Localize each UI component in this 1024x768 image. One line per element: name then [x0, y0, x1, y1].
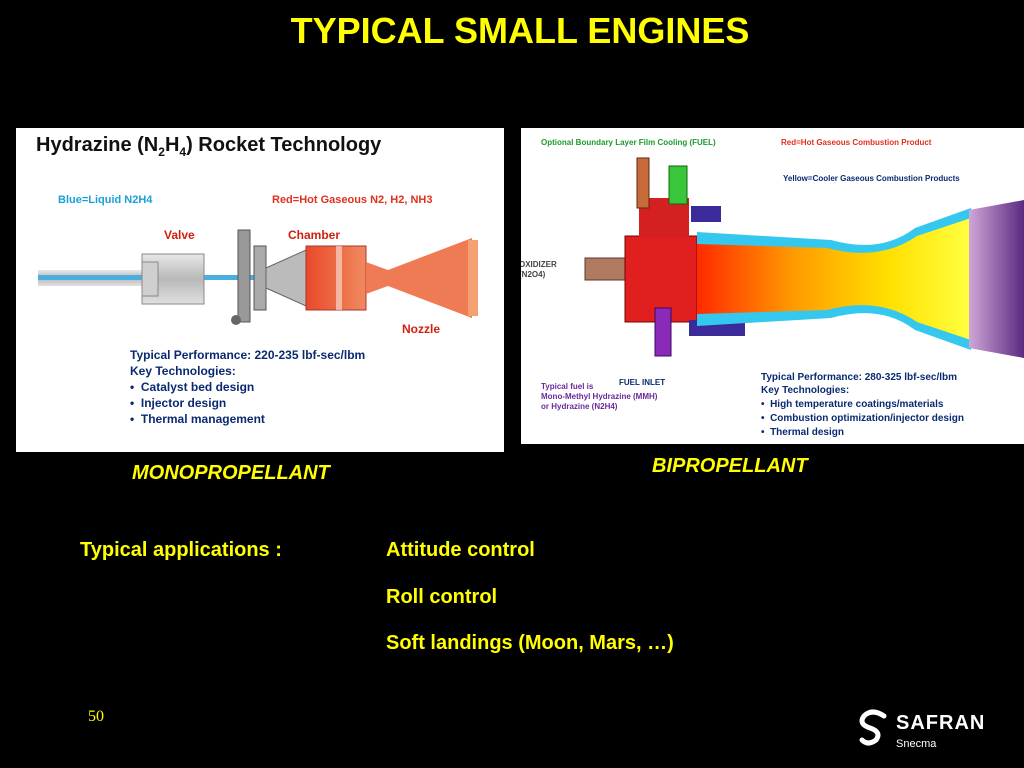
oxidizer-label: OXIDIZER (N2O4)	[521, 260, 557, 280]
slide-number: 50	[88, 708, 104, 725]
bipropellant-caption: BIPROPELLANT	[652, 455, 808, 477]
fuel-inlet-label: FUEL INLET	[619, 378, 666, 387]
mono-performance: Typical Performance: 220-235 lbf-sec/lbm	[130, 348, 366, 362]
bullet: •	[130, 412, 135, 426]
list-item: • Catalyst bed design	[130, 379, 265, 395]
application-item: Roll control	[386, 586, 498, 608]
list-item: • High temperature coatings/materials	[761, 398, 964, 412]
blue-legend: Blue=Liquid N2H4	[58, 194, 153, 206]
bipropellant-diagram: Optional Boundary Layer Film Cooling (FU…	[521, 128, 1024, 444]
flange-left	[237, 229, 251, 323]
biprop-engine-drawing	[584, 157, 1024, 358]
monoprop-engine-drawing	[38, 229, 478, 325]
fuel-note-line: Typical fuel is	[541, 382, 594, 391]
bullet: •	[130, 380, 135, 394]
tech-label: Thermal design	[770, 427, 844, 438]
fuel-note: Typical fuel is Mono-Methyl Hydrazine (M…	[541, 382, 657, 412]
fuel-note-line: Mono-Methyl Hydrazine (MMH)	[541, 392, 658, 401]
tech-label: High temperature coatings/materials	[770, 399, 944, 410]
tech-label: Injector design	[140, 396, 227, 410]
safran-logo: SAFRAN Snecma	[858, 708, 1018, 758]
exhaust-plume	[969, 200, 1024, 358]
logo-subtitle: Snecma	[896, 738, 937, 750]
fuel-inlet-pipe	[654, 307, 672, 357]
valve-label: Valve	[164, 228, 195, 242]
bi-red-legend: Red=Hot Gaseous Combustion Product	[781, 138, 932, 147]
slide-title: TYPICAL SMALL ENGINES	[290, 10, 750, 51]
list-item: • Thermal design	[761, 426, 964, 440]
heading-part: H	[164, 134, 180, 156]
oxidizer-line	[584, 257, 628, 281]
film-cooling-line	[668, 165, 688, 205]
fuel-valve-top	[636, 157, 650, 209]
bullet: •	[761, 427, 765, 438]
heading-subscript: 2	[158, 145, 165, 159]
list-item: • Thermal management	[130, 411, 265, 427]
chamber-wall	[336, 246, 342, 310]
valve-cap	[141, 261, 159, 297]
nozzle-shape	[366, 238, 472, 318]
boundary-cooling-label: Optional Boundary Layer Film Cooling (FU…	[541, 138, 716, 147]
tech-label: Combustion optimization/injector design	[770, 413, 964, 424]
nozzle-label: Nozzle	[402, 322, 441, 336]
injector-cone	[265, 249, 307, 307]
bi-yellow-legend: Yellow=Cooler Gaseous Combustion Product…	[783, 174, 960, 183]
heading-part: ) Rocket Technology	[186, 134, 382, 156]
applications-label: Typical applications :	[80, 539, 282, 561]
heading-part: Hydrazine (N	[36, 134, 159, 156]
monopropellant-diagram: Hydrazine (N2H4) Rocket Technology Blue=…	[16, 128, 504, 452]
heading-subscript: 4	[179, 145, 187, 159]
tech-label: Catalyst bed design	[140, 380, 255, 394]
bullet: •	[130, 396, 135, 410]
bi-performance: Typical Performance: 280-325 lbf-sec/lbm	[761, 372, 958, 383]
tech-label: Thermal management	[140, 412, 265, 426]
mono-key-technologies: Key Technologies:	[130, 364, 236, 378]
oxidizer-formula: (N2O4)	[521, 270, 546, 279]
bolt-icon	[231, 315, 241, 325]
safran-swirl-icon	[859, 709, 887, 746]
bi-tech-list: • High temperature coatings/materials • …	[761, 398, 964, 440]
monopropellant-caption: MONOPROPELLANT	[132, 462, 330, 484]
bi-key-technologies: Key Technologies:	[761, 385, 850, 396]
application-item: Attitude control	[386, 539, 535, 561]
bullet: •	[761, 399, 765, 410]
red-legend: Red=Hot Gaseous N2, H2, NH3	[272, 194, 433, 206]
logo-name: SAFRAN	[896, 712, 986, 734]
bullet: •	[761, 413, 765, 424]
list-item: • Combustion optimization/injector desig…	[761, 412, 964, 426]
combustion-flame	[697, 218, 971, 340]
chamber-label: Chamber	[288, 228, 341, 242]
mono-tech-list: • Catalyst bed design • Injector design …	[130, 379, 265, 427]
list-item: • Injector design	[130, 395, 265, 411]
oxidizer-name: OXIDIZER	[521, 260, 557, 269]
flange-right	[253, 245, 267, 311]
blue-fitting-top	[691, 206, 721, 222]
mono-diagram-heading: Hydrazine (N2H4) Rocket Technology	[36, 134, 381, 159]
application-item: Soft landings (Moon, Mars, …)	[386, 632, 674, 654]
nozzle-exit	[468, 240, 478, 316]
fuel-note-line: or Hydrazine (N2H4)	[541, 402, 618, 411]
